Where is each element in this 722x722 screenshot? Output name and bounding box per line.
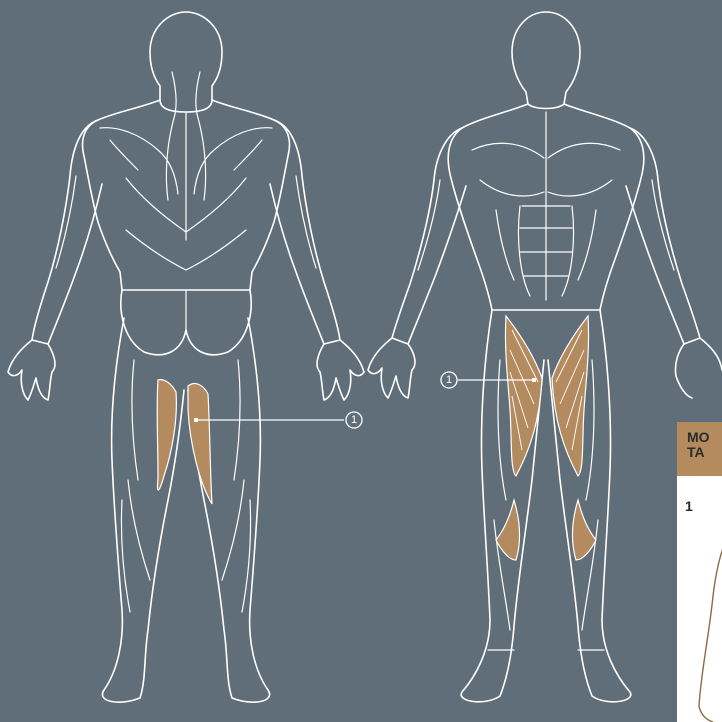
callout-label-back: 1 bbox=[351, 414, 357, 426]
legend-title-line1: MO bbox=[687, 430, 722, 445]
legend-item-number: 1 bbox=[685, 498, 693, 514]
callout-label-front: 1 bbox=[446, 374, 452, 386]
legend-panel: MO TA 1 bbox=[677, 422, 722, 722]
legend-title-line2: TA bbox=[687, 445, 722, 460]
inner-thigh-muscle-lower-left-front bbox=[496, 500, 520, 560]
inner-thigh-muscle-lower-right-front bbox=[572, 500, 596, 560]
back-view-figure: 1 bbox=[8, 12, 364, 702]
inner-thigh-muscle-right-back bbox=[188, 384, 212, 504]
legend-header: MO TA bbox=[677, 422, 722, 476]
front-view-figure: 1 bbox=[368, 12, 722, 702]
legend-thumbnail bbox=[677, 476, 722, 722]
inner-thigh-muscle-left-front bbox=[505, 316, 542, 476]
